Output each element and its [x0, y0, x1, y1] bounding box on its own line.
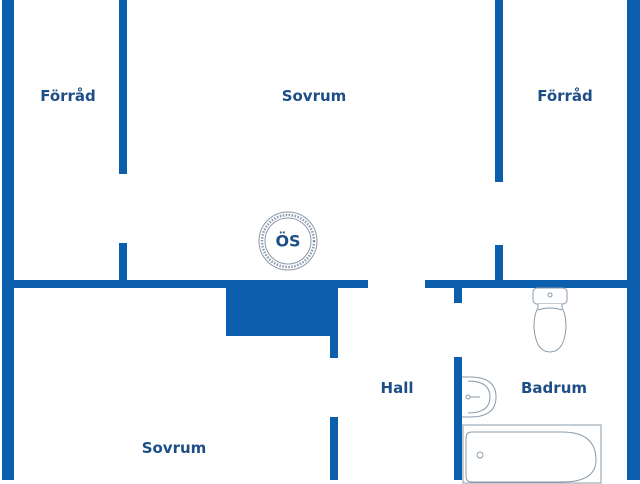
wall-hall-upper	[330, 288, 338, 358]
sink-icon	[462, 376, 497, 418]
os-marker: ÖS	[257, 210, 319, 272]
room-label-storage-left: Förråd	[40, 87, 96, 105]
os-circle-icon	[258, 211, 318, 271]
wall-bathroom-stub	[454, 288, 462, 303]
wall-storage-right	[495, 0, 503, 182]
wall-middle-right	[425, 280, 627, 288]
room-label-hall: Hall	[380, 379, 414, 397]
wall-hall-lower	[330, 417, 338, 480]
wall-storage-left-stub	[119, 243, 127, 283]
room-label-bedroom-bottom: Sovrum	[141, 439, 207, 457]
bathtub-icon	[462, 424, 602, 484]
wall-outer-left	[2, 0, 14, 480]
room-label-storage-right: Förråd	[537, 87, 593, 105]
shaft-block	[226, 288, 336, 336]
toilet-icon	[532, 287, 568, 353]
wall-middle-left	[14, 280, 368, 288]
room-label-bathroom: Badrum	[521, 379, 587, 397]
wall-storage-left	[119, 0, 127, 174]
os-label: ÖS	[275, 231, 301, 251]
room-label-bedroom-top: Sovrum	[281, 87, 347, 105]
wall-bathroom	[454, 357, 462, 480]
wall-outer-right	[627, 0, 640, 480]
wall-storage-right-stub	[495, 245, 503, 283]
